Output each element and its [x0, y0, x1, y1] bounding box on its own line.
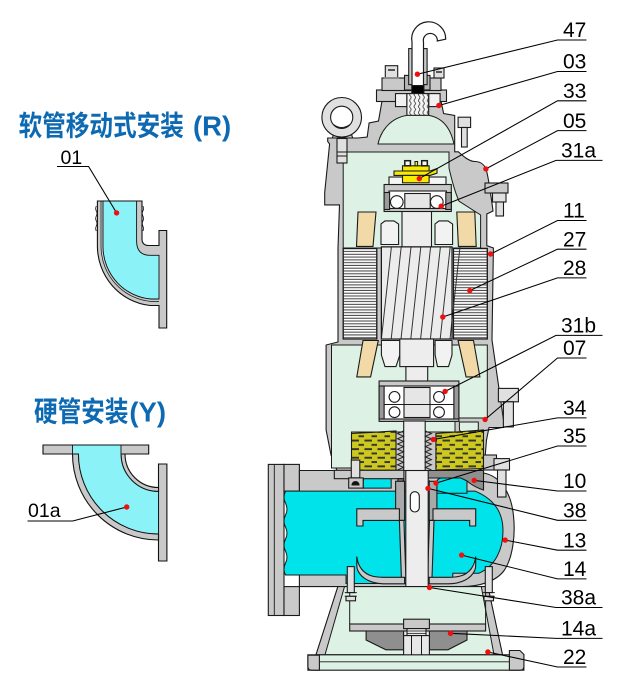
svg-text:35: 35 — [563, 425, 586, 448]
svg-text:11: 11 — [563, 200, 585, 223]
svg-text:38: 38 — [563, 500, 586, 523]
svg-text:34: 34 — [563, 397, 587, 420]
svg-text:31a: 31a — [561, 140, 596, 163]
svg-text:38a: 38a — [561, 587, 596, 610]
svg-text:(R): (R) — [193, 111, 231, 142]
svg-text:(Y): (Y) — [129, 397, 166, 428]
svg-text:05: 05 — [563, 110, 586, 133]
svg-text:14a: 14a — [561, 618, 596, 641]
svg-text:14: 14 — [563, 558, 587, 581]
svg-text:33: 33 — [563, 80, 586, 103]
svg-text:13: 13 — [563, 529, 586, 552]
svg-text:10: 10 — [563, 470, 586, 493]
svg-text:01a: 01a — [28, 500, 61, 522]
svg-text:22: 22 — [563, 646, 586, 669]
svg-text:47: 47 — [563, 19, 586, 42]
svg-text:28: 28 — [563, 257, 586, 280]
svg-text:27: 27 — [563, 228, 586, 251]
svg-text:01: 01 — [61, 147, 83, 169]
svg-text:03: 03 — [563, 51, 586, 74]
svg-text:07: 07 — [563, 337, 586, 360]
svg-text:31b: 31b — [561, 315, 596, 338]
